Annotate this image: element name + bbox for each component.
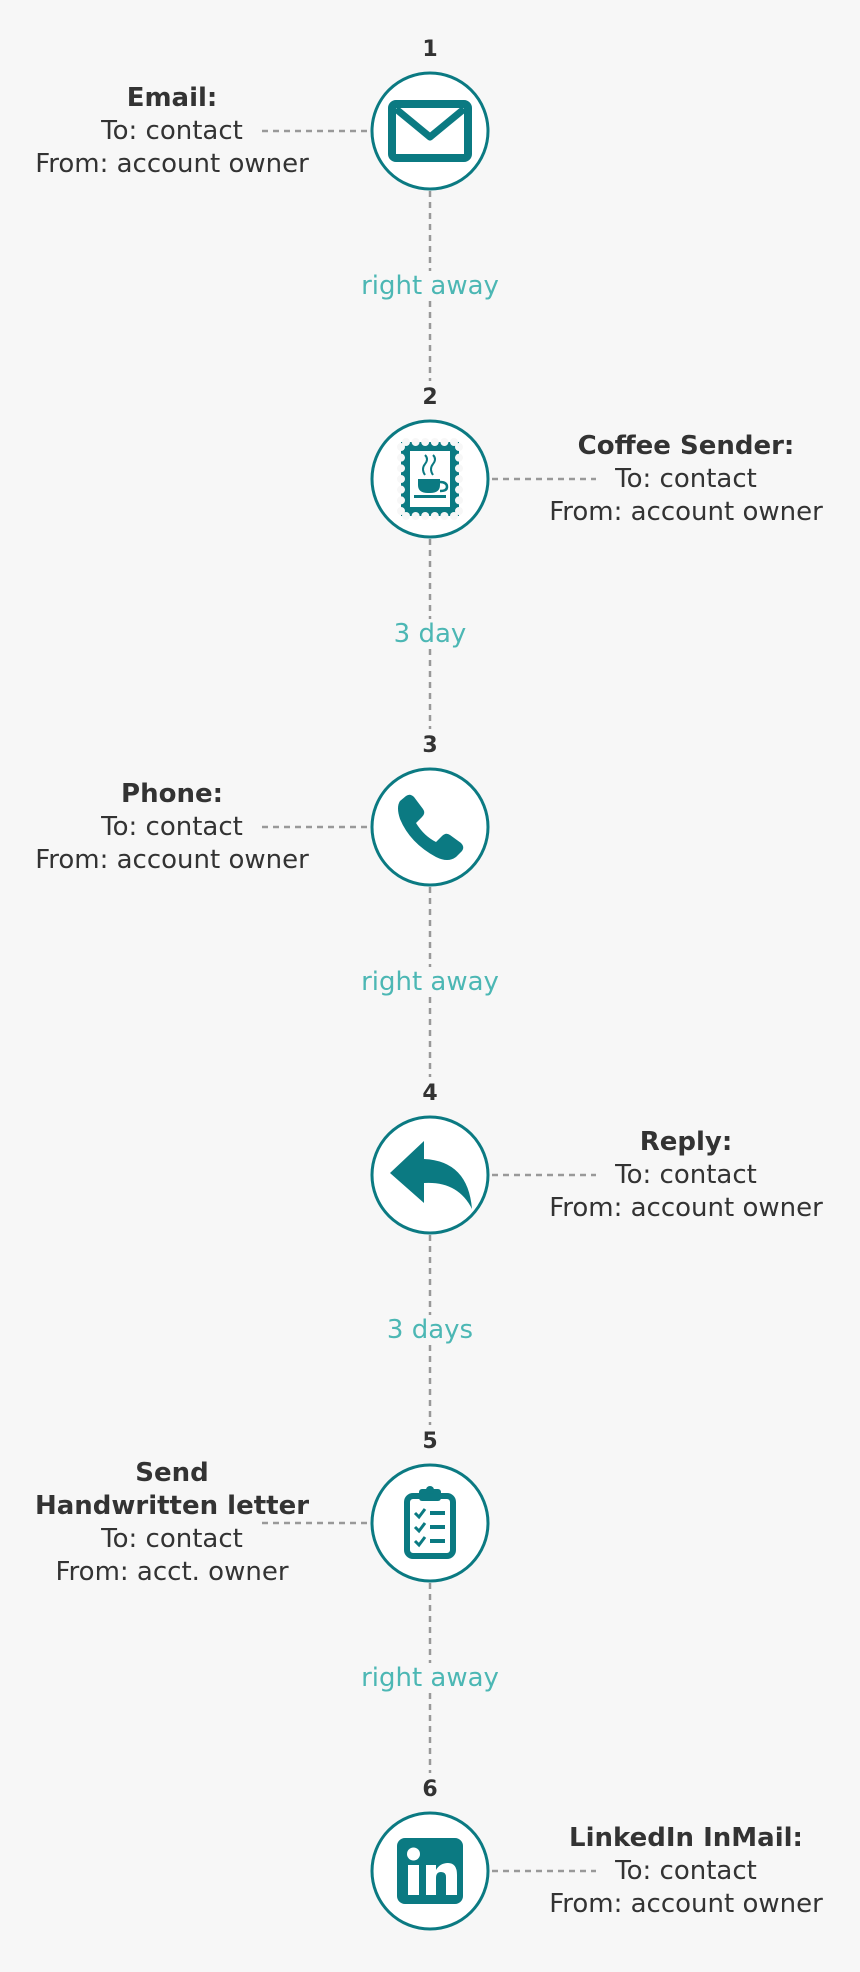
delay-label: right away: [320, 271, 540, 301]
step-recipient: To: contact: [615, 463, 757, 494]
step-sender: From: account owner: [549, 496, 823, 527]
step-title: LinkedIn InMail:: [569, 1822, 803, 1853]
step-node: [370, 1463, 490, 1583]
step-recipient: To: contact: [615, 1159, 757, 1190]
step-recipient: To: contact: [101, 811, 243, 842]
step-title: Email:: [126, 82, 218, 113]
step-title: Reply:: [639, 1126, 733, 1157]
step-title: Phone:: [121, 778, 223, 809]
step-sender: From: account owner: [35, 844, 309, 875]
step-recipient: To: contact: [101, 115, 243, 146]
reply-icon: [390, 1141, 472, 1209]
step-node: [370, 419, 490, 539]
delay-label: 3 day: [320, 619, 540, 649]
step-circle: [370, 1463, 490, 1583]
delay-label: 3 days: [320, 1315, 540, 1345]
linkedin-icon: [397, 1838, 463, 1904]
step-node: [370, 1811, 490, 1931]
coffee-stamp-icon: [397, 438, 463, 520]
step-number: 1: [422, 37, 438, 62]
step-number: 4: [422, 1081, 438, 1106]
step-number: 5: [422, 1429, 438, 1454]
step-sender: From: acct. owner: [55, 1557, 289, 1587]
delay-label: right away: [320, 1663, 540, 1693]
clipboard-checklist-icon: [404, 1486, 456, 1559]
phone-icon: [398, 794, 464, 860]
step-title: Send Handwritten letter: [34, 1458, 310, 1521]
step-recipient: To: contact: [615, 1855, 757, 1886]
step-node: [370, 71, 490, 191]
step-node: [370, 1115, 490, 1235]
step-circle: [370, 767, 490, 887]
step-number: 2: [422, 385, 438, 410]
envelope-icon: [388, 100, 472, 162]
step-number: 3: [422, 733, 438, 758]
step-number: 6: [422, 1777, 438, 1802]
step-sender: From: account owner: [35, 148, 309, 179]
step-title: Coffee Sender:: [577, 430, 795, 461]
step-sender: From: account owner: [549, 1888, 823, 1919]
step-node: [370, 767, 490, 887]
delay-label: right away: [320, 967, 540, 997]
step-recipient: To: contact: [101, 1524, 243, 1554]
step-sender: From: account owner: [549, 1192, 823, 1223]
